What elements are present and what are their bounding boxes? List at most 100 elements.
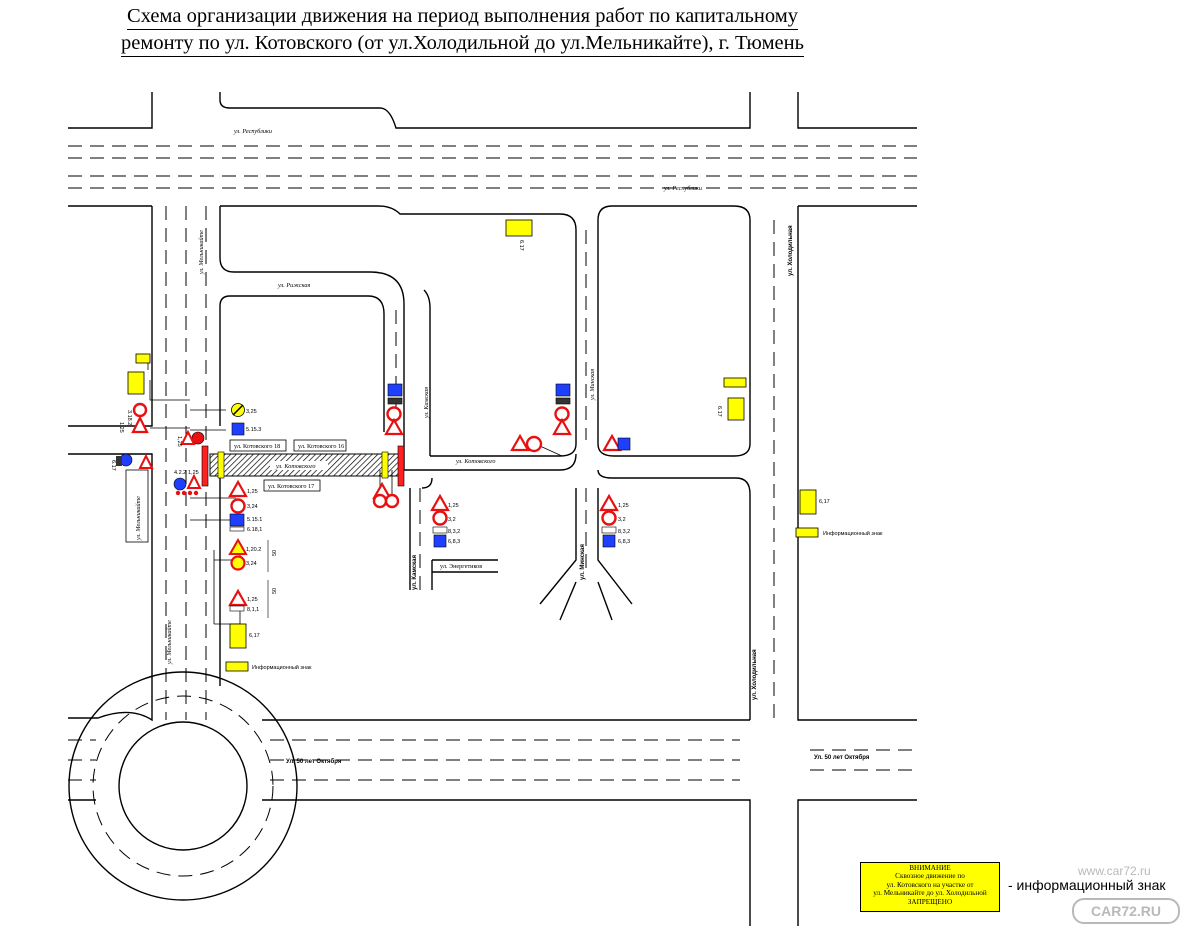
road-edges [68, 92, 917, 926]
building-label-k17: ул. Котовского 17 [268, 483, 314, 490]
label-3-24-b: 3,24 [246, 561, 257, 567]
sign-leaders [147, 358, 563, 625]
street-label-minskaya: ул. Минская [589, 369, 596, 401]
label-1-25-west: 1,25 [118, 422, 124, 433]
sign-3-2-icon-7 [601, 510, 617, 526]
street-label-oktyabrya-right: Ул. 50 лет Октября [814, 754, 870, 761]
street-label-melnikaite-bottom: ул. Мельникайте [166, 620, 173, 665]
sign-3-2-icon-6 [432, 510, 448, 526]
sign-1-25-icon-3 [228, 479, 248, 498]
sign-warning-icon [138, 453, 154, 469]
notice-line-2: Сквозное движение по [895, 872, 965, 881]
sign-warning-icon-2 [180, 429, 196, 445]
street-label-oktyabrya-left: Ул. 50 лет Октября [286, 758, 342, 765]
sign-1-25-icon-4 [228, 588, 248, 607]
sign-blue-rect-icon-2 [555, 383, 571, 397]
label-1-25-b: 1,25 [247, 597, 258, 603]
street-label-energetikov: ул. Энергетиков [440, 563, 482, 570]
sign-5-15-3-icon [231, 422, 245, 436]
label-6-17-left: 6,17 [249, 633, 260, 639]
label-1-20-2: 1,20.2 [246, 547, 261, 553]
street-label-kholodilnaya-bottom: ул. Холодильная [752, 649, 758, 700]
sign-1-25-icon-9 [602, 433, 622, 452]
sign-6-17-icon-3 [505, 219, 533, 237]
street-label-kotovskogo-work: ул. Котовского [275, 463, 316, 470]
building-label-k18: ул. Котовского 18 [234, 443, 280, 450]
sign-1-20-2-icon [228, 537, 248, 555]
label-6-17-top: 6.17 [518, 240, 524, 251]
sign-6-17-icon [127, 371, 145, 395]
label-6-18-1: 6.18,1 [247, 527, 262, 533]
notice-line-4: ул. Мельникайте до ул. Холодильной [873, 889, 987, 898]
label-6-17-mid: 6.17 [716, 406, 722, 417]
signs-south: 1,25 3,2 8,3,2 6,8,3 1,25 3,2 8,3,2 6,8,… [430, 493, 630, 548]
label-1-25-a: 1,25 [247, 489, 258, 495]
sign-1-25-icon-2 [186, 473, 202, 489]
watermark-url: www.car72.ru [1078, 864, 1151, 878]
notice-line-3: ул. Котовского на участке от [886, 880, 974, 889]
street-label-kamskaya-bottom: ул. Камская [412, 554, 418, 590]
sign-5-15-1-icon [229, 513, 245, 527]
sign-1-25-icon-10 [430, 493, 450, 512]
work-zone: ул. Котовского [201, 445, 405, 487]
warning-notice: ВНИМАНИЕ Сквозное движение по ул. Котовс… [860, 862, 1000, 912]
street-label-kholodilnaya-top: ул. Холодильная [788, 225, 794, 276]
info-sign-icon [135, 353, 151, 364]
label-1-25-right2: 1,25 [618, 503, 629, 509]
distance-label-2: 50 [272, 588, 278, 594]
label-8-3-2-right2: 8,3,2 [618, 529, 630, 535]
sign-3-2-icon-5 [525, 435, 543, 453]
info-sign-icon-4 [795, 527, 819, 538]
label-3-25: 3,25 [246, 409, 257, 415]
sign-6-17-icon-4 [727, 397, 745, 421]
info-sign-icon-2 [225, 661, 249, 672]
notice-line-5: ЗАПРЕЩЕНО [907, 897, 953, 906]
label-5-15-3: 5.15.3 [246, 427, 261, 433]
label-6-17-topleft: 6.17 [110, 460, 116, 471]
label-8-3-2-right1: 8,3,2 [448, 529, 460, 535]
sign-3-2-icon-2 [372, 493, 388, 509]
building-labels: ул. Котовского 18 ул. Котовского 16 ул. … [229, 439, 347, 492]
label-1-25-near: 1,25 [176, 436, 182, 447]
street-label-kamskaya: ул. Камская [423, 387, 430, 419]
street-label-minskaya-bottom: ул. Минская [580, 544, 586, 580]
label-1-25-south: 1,25 [188, 470, 199, 476]
signs-south-column: 3,25 5.15.3 1,25 3,24 5.15.1 6.18,1 1,20… [225, 403, 312, 672]
signal-icon [116, 456, 122, 466]
label-3-2-right1: 3,2 [448, 517, 456, 523]
title-line-2: ремонту по ул. Котовского (от ул.Холодил… [121, 31, 804, 57]
label-6-8-3-right2: 6,8,3 [618, 539, 630, 545]
label-4-2-2: 4.2.2 [174, 470, 186, 476]
label-3-18-2: 3.18.2 [126, 410, 132, 425]
sign-6-8-1-icon [617, 437, 631, 451]
sign-1-25-icon [131, 415, 149, 434]
sign-1-25-icon-11 [599, 493, 619, 512]
street-label-melnikaite-mid: ул. Мельникайте [135, 496, 142, 541]
street-label-respubliki-top: ул. Республики [233, 128, 272, 135]
sign-1-25-icon-5 [384, 417, 404, 436]
signs-west: 3.18.2 1,25 6.17 1,25 4.2.2 1,25 [110, 353, 205, 496]
label-info-sign: Информационный знак [252, 664, 312, 671]
street-label-melnikaite-top: ул. Мельникайте [198, 230, 205, 275]
building-label-k16: ул. Котовского 16 [298, 443, 344, 450]
watermark-logo: CAR72.RU [1072, 898, 1180, 924]
sign-1-25-icon-7 [552, 417, 572, 436]
signs-east-end [372, 383, 404, 509]
sign-6-8-3-icon-2 [602, 534, 616, 548]
signs-far-east: 6.17 6,17 Информационный знак [716, 377, 883, 538]
sign-6-17-icon-5 [799, 489, 817, 515]
label-3-24-a: 3,24 [247, 504, 258, 510]
sign-3-2-icon-3 [384, 493, 400, 509]
sign-3-24-icon-2 [230, 555, 246, 571]
label-1-25-right1: 1,25 [448, 503, 459, 509]
sign-1-25-icon-8 [510, 433, 530, 452]
label-5-15-1: 5.15.1 [247, 517, 262, 523]
lane-markings [68, 145, 917, 877]
sign-6-8-3-icon [433, 534, 447, 548]
sign-3-18-2-icon [132, 402, 148, 418]
sign-4-2-2-icon [173, 477, 187, 491]
street-labels: ул. Республики ул. Республики ул. Рижска… [125, 128, 870, 765]
signs-center: 6.17 [505, 219, 631, 453]
map-title: Схема организации движения на период вып… [0, 3, 925, 57]
street-label-rizhskaya: ул. Рижская [277, 282, 310, 289]
